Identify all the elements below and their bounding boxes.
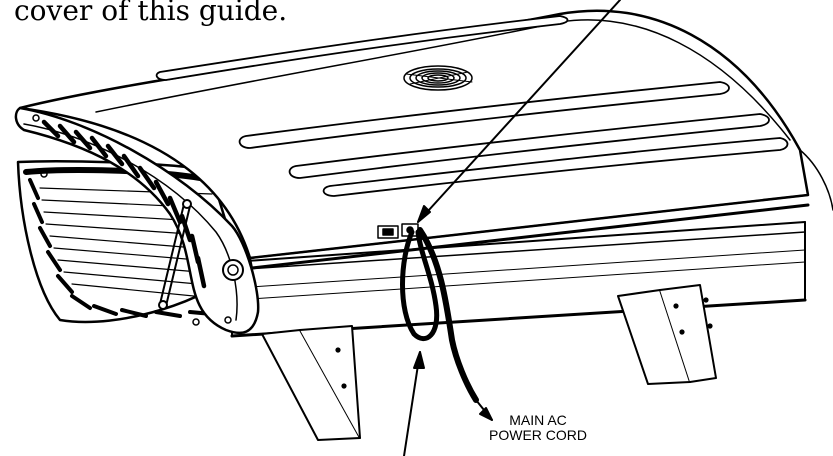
canopy-end-cap xyxy=(14,106,260,335)
bottom-pointer-arrow xyxy=(403,351,425,456)
lift-strut xyxy=(158,199,192,310)
canopy-ridge-3 xyxy=(288,113,770,179)
canopy-end-vents xyxy=(41,119,207,289)
power-cord-label-line1: MAIN AC xyxy=(509,412,567,428)
bed-end-vents xyxy=(28,178,214,318)
canopy-ridge-1 xyxy=(155,15,569,81)
far-side-edge xyxy=(799,149,833,211)
looped-cord xyxy=(400,229,440,342)
power-cord-label: MAIN AC POWER CORD xyxy=(478,413,598,443)
left-front-leg xyxy=(261,325,361,441)
power-switch-icon xyxy=(377,223,419,239)
hinge-knob-icon xyxy=(222,259,244,281)
fan-grille-icon xyxy=(403,65,473,91)
caption-text: cover of this guide. xyxy=(14,0,288,27)
top-pointer-arrow xyxy=(417,0,621,223)
power-cord-arrow xyxy=(475,399,493,421)
main-power-cord xyxy=(417,227,479,403)
power-cord-label-line2: POWER CORD xyxy=(489,427,587,443)
canopy xyxy=(18,9,810,270)
canopy-ridge-2 xyxy=(238,81,730,149)
right-rear-leg xyxy=(617,284,717,385)
canopy-ridge-4 xyxy=(322,137,789,197)
